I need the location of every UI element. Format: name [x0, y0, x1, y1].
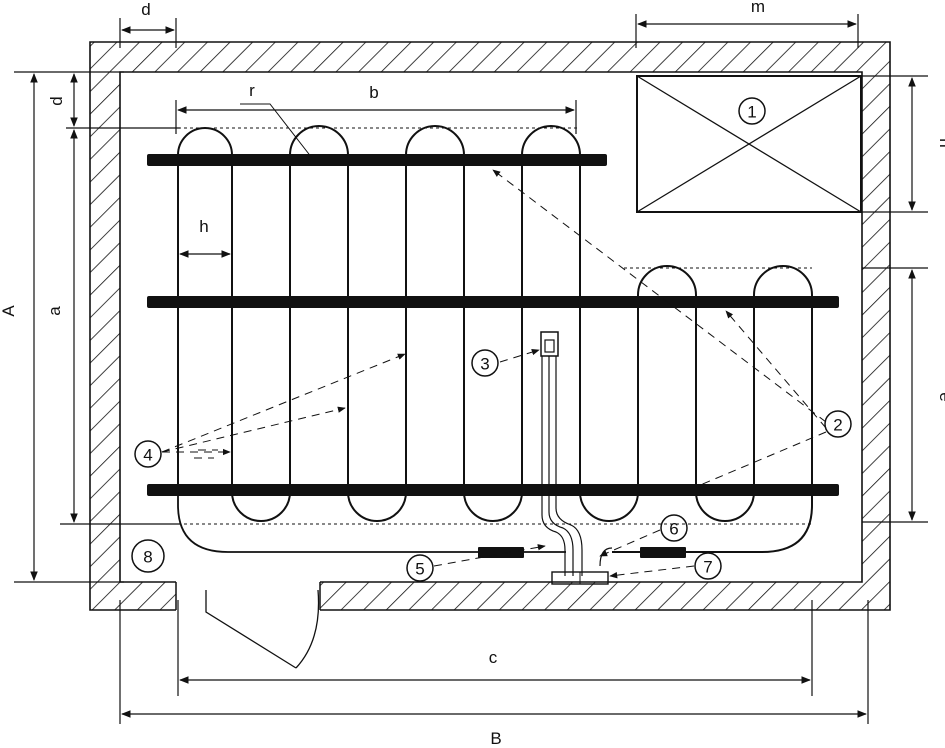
- callout-1: 1: [747, 103, 756, 122]
- dim-label-r: r: [249, 81, 255, 100]
- dim-label-d-top: d: [141, 0, 150, 19]
- callout-7: 7: [703, 558, 712, 577]
- room-walls: [89, 41, 891, 612]
- callout-5: 5: [415, 560, 424, 579]
- dim-label-B: B: [490, 729, 501, 748]
- dim-label-h: h: [199, 217, 208, 236]
- heating-cable-right: [612, 265, 813, 553]
- heating-cable-left: [177, 125, 639, 522]
- reference-lines: [178, 127, 812, 525]
- floor-sensors: [478, 547, 686, 558]
- callout-8: 8: [143, 548, 152, 567]
- callout-2: 2: [833, 416, 842, 435]
- radius-leader: [240, 103, 313, 159]
- dim-label-e: e: [936, 392, 945, 401]
- callout-leaders: [161, 169, 827, 579]
- dim-label-m: m: [751, 0, 765, 16]
- callout-4: 4: [143, 446, 152, 465]
- dim-label-n: n: [936, 138, 945, 147]
- dim-label-d-left: d: [47, 96, 66, 105]
- dim-label-a: a: [45, 306, 64, 316]
- callout-markers: 1 2 3 4 5 6 7 8: [131, 97, 852, 582]
- dimension-lines: [14, 14, 928, 724]
- mounting-strips: [147, 154, 839, 496]
- dim-label-b: b: [369, 83, 378, 102]
- thermostat-conduit: [540, 331, 613, 585]
- callout-6: 6: [669, 520, 678, 539]
- cold-lead: [177, 492, 566, 553]
- dim-label-c: c: [489, 648, 498, 667]
- callout-3: 3: [480, 355, 489, 374]
- equipment-box: [636, 75, 862, 213]
- dim-label-A: A: [0, 305, 18, 317]
- door-swing: [205, 589, 320, 669]
